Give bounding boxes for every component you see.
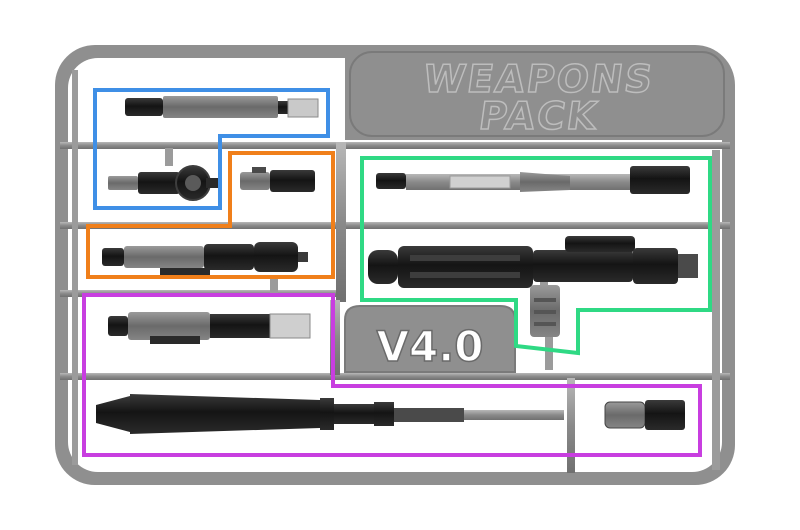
highlight-outline-blue xyxy=(93,88,330,210)
pistol-barrel-part xyxy=(125,96,319,118)
title-line-1: WEAPONS xyxy=(420,58,657,102)
scope-part xyxy=(240,167,315,192)
rifle-stock-part xyxy=(102,242,308,276)
title-line-2: PACK xyxy=(476,95,601,139)
version-label: V4.0 xyxy=(377,322,484,371)
grip-part xyxy=(530,285,560,337)
long-barrel-part xyxy=(96,394,564,434)
version-plate: V4.0 xyxy=(344,305,516,373)
pistol-body-part xyxy=(108,165,218,201)
highlight-outline-orange xyxy=(86,151,335,279)
highlight-outline-purple xyxy=(82,293,702,457)
small-scope-part xyxy=(604,400,685,430)
rifle-long-part xyxy=(376,166,690,194)
slide-part xyxy=(108,312,311,344)
highlight-outline-green xyxy=(360,156,712,356)
blaster-body-part xyxy=(368,236,698,288)
pack-title: WEAPONS PACK xyxy=(420,57,658,139)
